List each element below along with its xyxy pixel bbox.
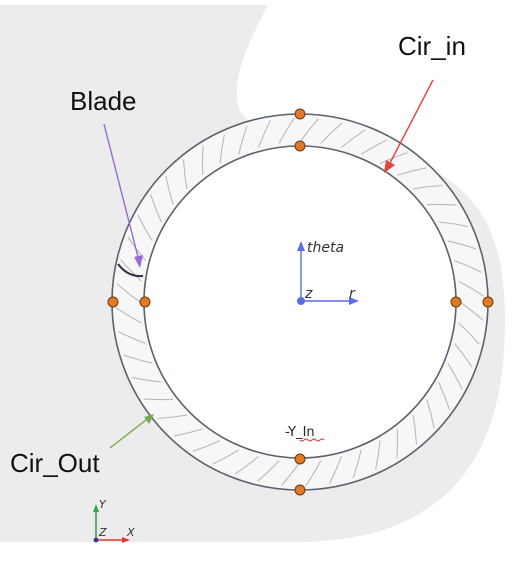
blade <box>234 456 259 475</box>
cir-out-arrow <box>109 414 154 449</box>
blade <box>426 203 457 206</box>
blade <box>447 362 463 390</box>
blade <box>157 414 187 420</box>
r-axis-label: r <box>349 286 356 302</box>
vertex-bottom-outer <box>294 484 306 496</box>
blade <box>438 221 468 227</box>
blade <box>352 449 362 479</box>
vertex-top-outer <box>294 108 306 120</box>
y-in-underline <box>299 438 325 442</box>
blade <box>360 139 388 155</box>
blade <box>299 118 319 143</box>
blade <box>413 184 443 190</box>
blade <box>192 440 221 452</box>
blade <box>173 428 203 437</box>
blade <box>132 377 162 383</box>
blade-row <box>115 117 485 487</box>
blade <box>458 280 485 297</box>
blade <box>219 134 225 164</box>
vertex-top-inner <box>294 140 306 152</box>
vertex-left-outer <box>107 296 119 308</box>
cir-out-label: Cir_Out <box>10 448 100 478</box>
blade <box>438 381 450 410</box>
blade <box>320 122 343 144</box>
blade <box>329 456 342 484</box>
blade <box>258 120 271 148</box>
blade <box>454 260 482 273</box>
blade <box>454 343 473 368</box>
vertex-left-inner <box>139 296 151 308</box>
z-axis-label: z <box>304 286 313 302</box>
blade <box>123 354 153 364</box>
vertex-bottom-inner <box>294 453 306 465</box>
blade <box>137 214 153 242</box>
vertex-right-outer <box>482 296 494 308</box>
blade <box>341 129 366 148</box>
blade-label: Blade <box>70 86 137 116</box>
blade <box>426 399 435 429</box>
blade-arrow <box>103 123 143 268</box>
global-axis-triad: Y Z X <box>93 498 135 543</box>
blade <box>412 415 418 445</box>
blade <box>238 125 248 155</box>
blade <box>257 460 280 482</box>
blade <box>201 145 204 176</box>
blade <box>165 175 174 205</box>
blade <box>143 398 174 401</box>
global-x-label: X <box>126 526 135 539</box>
blade <box>375 440 381 470</box>
blade <box>116 283 141 303</box>
global-y-label: Y <box>99 498 107 511</box>
blade <box>447 240 477 250</box>
blade <box>458 322 480 345</box>
cir-in-arrow <box>384 79 434 173</box>
blade <box>118 331 146 344</box>
y-in-label: -Y_In <box>285 425 315 440</box>
global-z-label: Z <box>98 526 107 539</box>
blade <box>150 194 162 223</box>
highlighted-blade <box>117 263 144 278</box>
blade <box>212 449 240 465</box>
local-axes: theta z r <box>297 240 359 305</box>
blade <box>120 259 142 282</box>
vertex-right-inner <box>450 296 462 308</box>
blade <box>397 167 427 176</box>
blade <box>115 307 142 324</box>
blade <box>396 428 399 459</box>
cir-in-label: Cir_in <box>398 31 466 61</box>
volute-tongue <box>239 0 524 190</box>
blade <box>182 159 188 189</box>
theta-axis-label: theta <box>307 240 344 256</box>
blade <box>459 301 484 321</box>
blade <box>278 117 295 144</box>
vertex-markers <box>107 108 494 496</box>
blade <box>305 460 322 487</box>
